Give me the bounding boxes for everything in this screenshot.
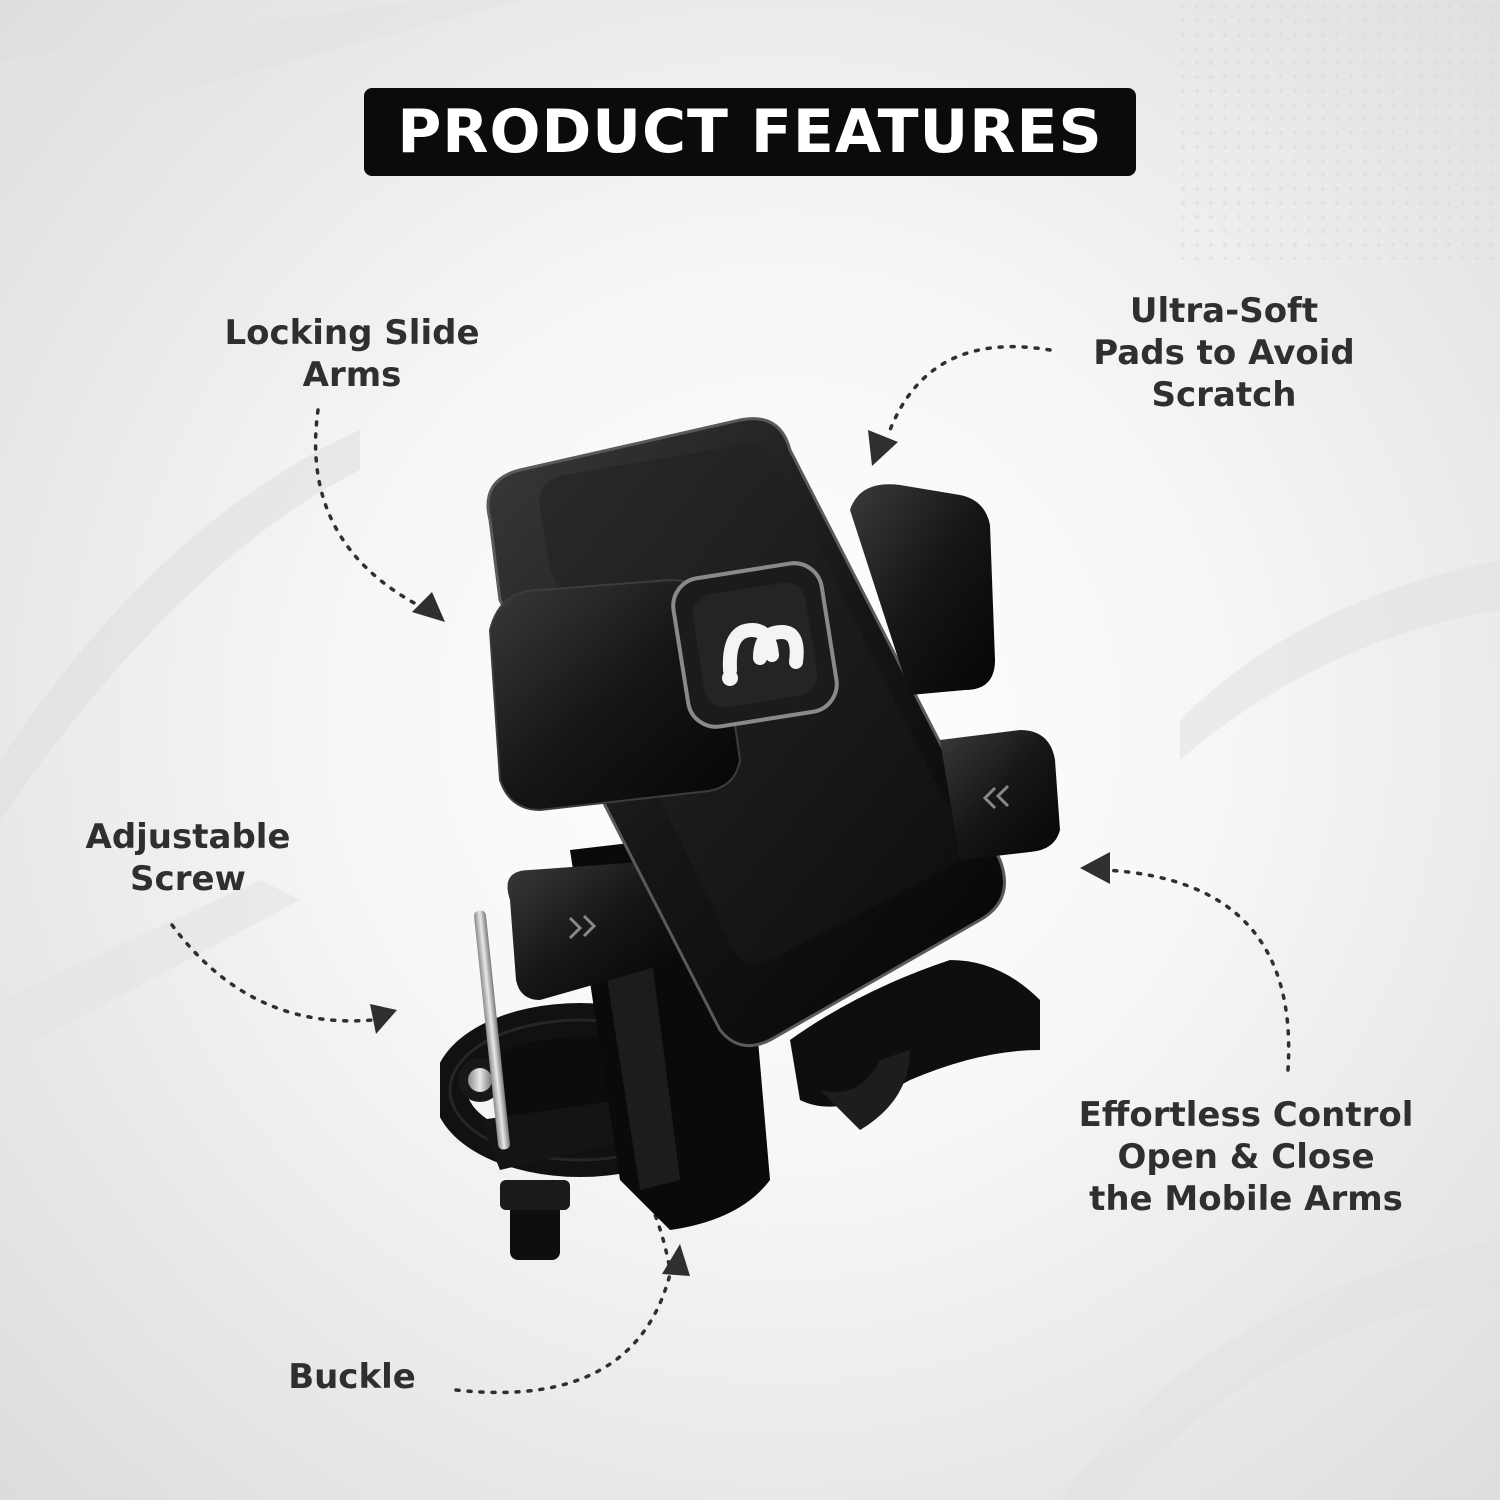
feature-label-line: Buckle bbox=[288, 1357, 416, 1397]
phone-holder-product bbox=[440, 417, 1060, 1260]
feature-adjustable-screw: Adjustable Screw bbox=[66, 816, 310, 900]
brand-logo-icon bbox=[671, 561, 839, 729]
chevron-left-icon bbox=[982, 784, 1010, 810]
chevron-right-icon bbox=[568, 914, 597, 940]
feature-buckle: Buckle bbox=[262, 1356, 442, 1398]
feature-label-line: Locking Slide bbox=[224, 313, 480, 353]
left-lower-arm bbox=[507, 860, 680, 1000]
feature-label-line: Effortless Control bbox=[1078, 1095, 1414, 1135]
page-title: PRODUCT FEATURES bbox=[397, 97, 1103, 167]
feature-label-line: Open & Close bbox=[1117, 1137, 1375, 1177]
feature-label-line: Ultra-Soft bbox=[1129, 291, 1319, 331]
feature-effortless-control: Effortless Control Open & Close the Mobi… bbox=[1040, 1094, 1452, 1220]
feature-label-line: Pads to Avoid bbox=[1093, 333, 1355, 373]
feature-label-line: Arms bbox=[302, 355, 402, 395]
right-lower-arm bbox=[940, 730, 1060, 860]
feature-label-line: Scratch bbox=[1151, 375, 1297, 415]
title-banner: PRODUCT FEATURES bbox=[364, 88, 1136, 176]
feature-ultra-soft-pads: Ultra-Soft Pads to Avoid Scratch bbox=[1062, 290, 1386, 416]
feature-label-line: Adjustable bbox=[85, 817, 291, 857]
right-upper-arm bbox=[850, 484, 995, 695]
feature-locking-slide-arms: Locking Slide Arms bbox=[202, 312, 502, 396]
feature-label-line: the Mobile Arms bbox=[1089, 1179, 1403, 1219]
feature-label-line: Screw bbox=[130, 859, 246, 899]
